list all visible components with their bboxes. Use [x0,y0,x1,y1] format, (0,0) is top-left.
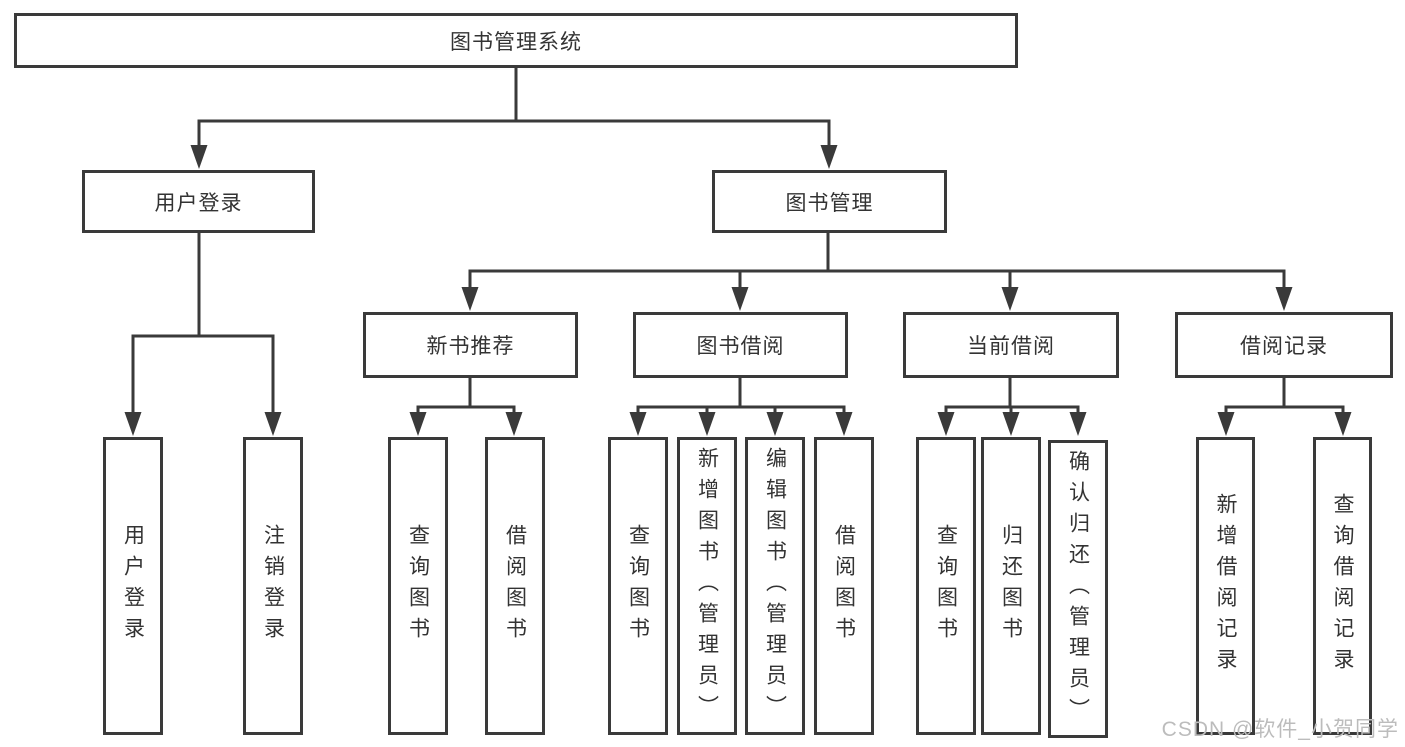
node-new-book-recommendation: 新书推荐 [363,312,578,378]
node-book-management: 图书管理 [712,170,947,233]
leaf-edit-books-admin: 编辑图书（管理员） [745,437,805,735]
leaf-add-borrow-record: 新增借阅记录 [1196,437,1255,735]
leaf-query-borrow-record: 查询借阅记录 [1313,437,1372,735]
node-borrowing-records: 借阅记录 [1175,312,1393,378]
leaf-confirm-return-admin: 确认归还（管理员） [1048,440,1108,738]
leaf-logout: 注销登录 [243,437,303,735]
node-user-login: 用户登录 [82,170,315,233]
leaf-query-books-current: 查询图书 [916,437,976,735]
node-current-borrowing: 当前借阅 [903,312,1119,378]
leaf-borrow-books: 借阅图书 [814,437,874,735]
leaf-return-books: 归还图书 [981,437,1041,735]
csdn-watermark: CSDN @软件_小贺同学 [1161,718,1399,741]
node-book-borrowing: 图书借阅 [633,312,848,378]
leaf-borrow-books-recommend: 借阅图书 [485,437,545,735]
leaf-add-books-admin: 新增图书（管理员） [677,437,737,735]
leaf-query-books-recommend: 查询图书 [388,437,448,735]
node-library-management-system: 图书管理系统 [14,13,1018,68]
leaf-user-login: 用户登录 [103,437,163,735]
leaf-query-books-borrow: 查询图书 [608,437,668,735]
